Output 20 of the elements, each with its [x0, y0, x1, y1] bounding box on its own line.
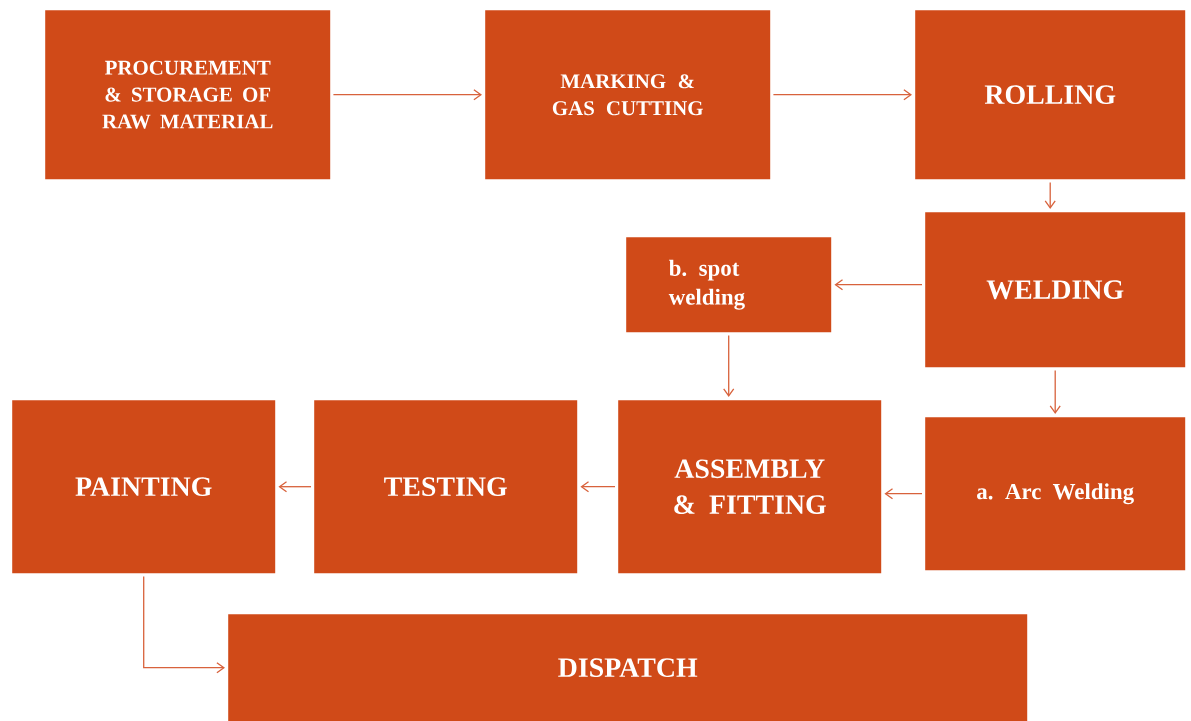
arrow — [1044, 181, 1056, 209]
arrow — [772, 89, 912, 101]
arrow — [834, 279, 923, 291]
process-box: TESTING — [314, 400, 578, 574]
arrow — [143, 575, 225, 674]
arrow — [332, 89, 482, 101]
process-box: ROLLING — [915, 10, 1186, 180]
process-box: DISPATCH — [228, 614, 1028, 721]
process-box: PROCUREMENT & STORAGE OF RAW MATERIAL — [45, 10, 331, 180]
process-box: WELDING — [925, 212, 1186, 368]
arrow — [580, 481, 616, 493]
process-box: b. spot welding — [626, 237, 832, 333]
process-box: ASSEMBLY & FITTING — [618, 400, 882, 574]
process-box: MARKING & GAS CUTTING — [485, 10, 771, 180]
arrow — [278, 481, 312, 493]
arrow — [884, 488, 923, 500]
arrow — [1049, 369, 1061, 414]
process-box: a. Arc Welding — [925, 417, 1186, 571]
arrow — [723, 334, 735, 397]
process-box: PAINTING — [12, 400, 276, 574]
